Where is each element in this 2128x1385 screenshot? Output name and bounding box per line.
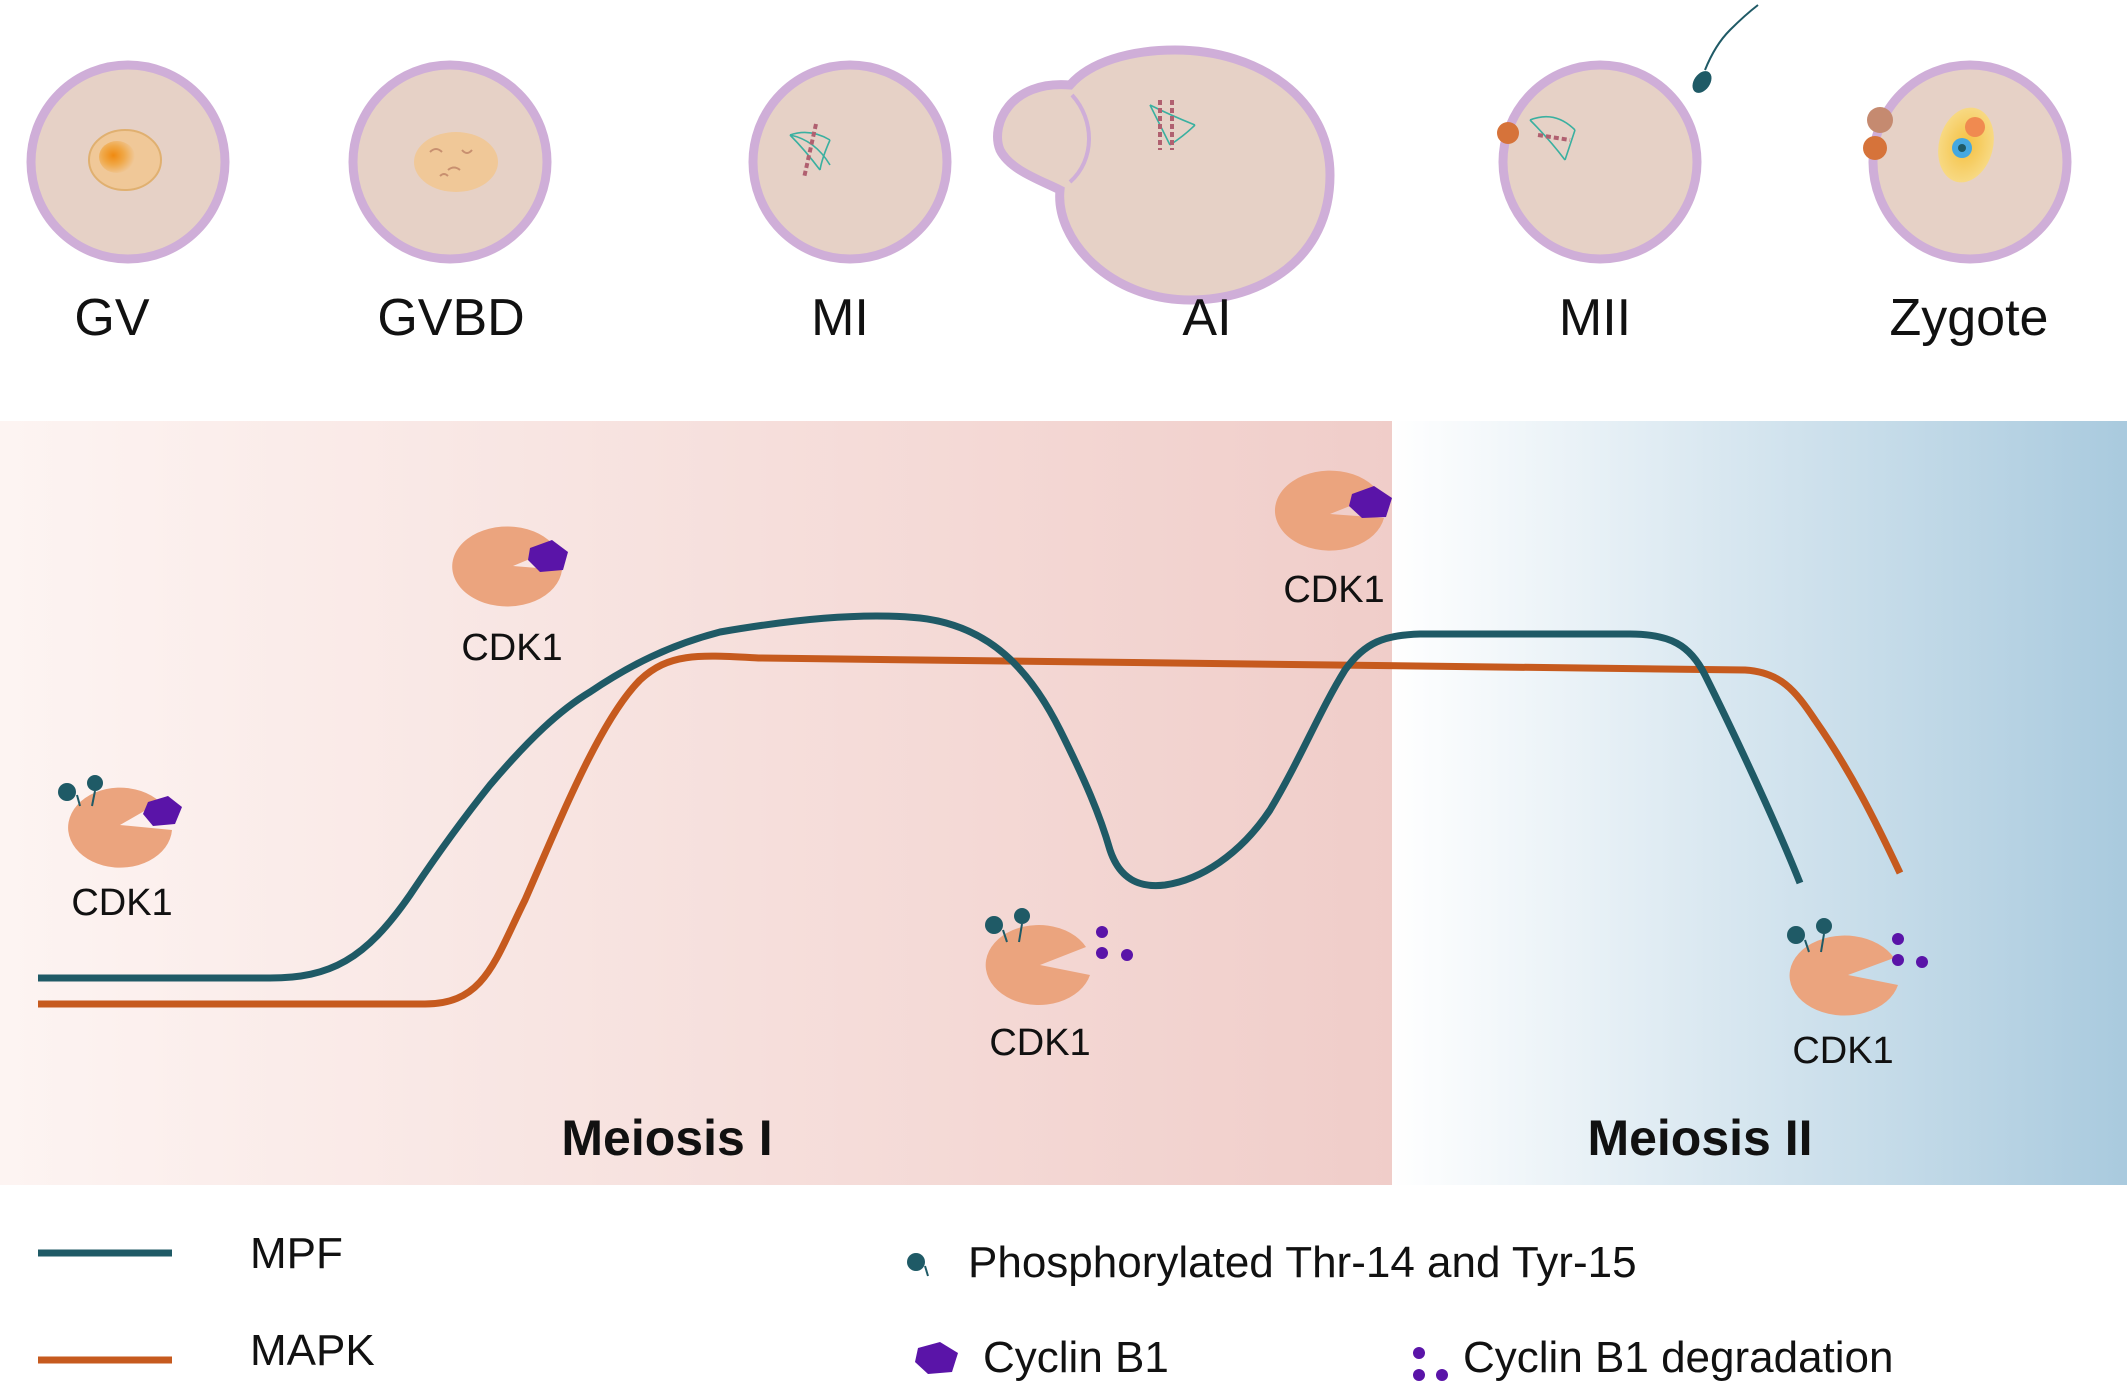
legend-mpf-label: MPF [250, 1229, 343, 1278]
cyclin-b1-icon [528, 540, 568, 572]
mpf-curve [38, 612, 1804, 982]
ai-oocyte [993, 45, 1335, 305]
meiosis-one-panel [0, 421, 1392, 1185]
polar-body [1497, 122, 1519, 144]
polar-body-upper [1867, 107, 1893, 133]
legend-phospho-label: Phosphorylated Thr-14 and Tyr-15 [968, 1238, 1637, 1287]
phospho-icon [1014, 908, 1030, 924]
cdk1-active-meiosis-two: CDK1 [1274, 470, 1392, 611]
cdk1-inactive-gv: CDK1 [58, 775, 182, 924]
phospho-icon [1816, 918, 1832, 934]
gvbd-oocyte [348, 60, 552, 264]
mi-oocyte [748, 60, 952, 264]
legend: MPF MAPK Phosphorylated Thr-14 and Tyr-1… [38, 1229, 1893, 1382]
stage-label-zygote: Zygote [1890, 289, 2049, 347]
polar-body-lower [1863, 136, 1887, 160]
meiosis-two-title: Meiosis II [1587, 1110, 1812, 1166]
phospho-icon [985, 916, 1003, 934]
condensing-chromatin [414, 132, 498, 192]
cyclin-degradation-icon [1892, 933, 1928, 968]
cdk1-label: CDK1 [1283, 569, 1384, 611]
cdk1-label: CDK1 [989, 1022, 1090, 1064]
cdk1-label: CDK1 [1792, 1030, 1893, 1072]
sperm-icon [1692, 4, 1759, 93]
cdk1-label: CDK1 [71, 882, 172, 924]
mii-spindle [1529, 115, 1576, 161]
cdk1-degradation-mii: CDK1 [1787, 918, 1928, 1072]
gv-oocyte [26, 60, 230, 264]
phospho-icon [907, 1253, 925, 1271]
phospho-icon [1787, 926, 1805, 944]
cyclin-b1-icon [915, 1342, 958, 1374]
mapk-curve [38, 652, 1904, 1008]
cyclin-degradation-icon [1096, 926, 1133, 961]
stage-label-ai: AI [1182, 289, 1231, 347]
legend-cyclin-label: Cyclin B1 [983, 1333, 1169, 1382]
zygote [1863, 60, 2072, 264]
stage-label-gv: GV [74, 289, 149, 347]
stage-label-mi: MI [811, 289, 869, 347]
cyclin-degradation-icon [1413, 1347, 1448, 1381]
meiosis-two-panel [1392, 421, 2127, 1185]
phospho-icon [87, 775, 103, 791]
stage-label-gvbd: GVBD [377, 289, 524, 347]
cyclin-b1-icon [143, 796, 182, 826]
nucleolus [99, 141, 135, 173]
cdk1-label: CDK1 [461, 627, 562, 669]
legend-degradation-label: Cyclin B1 degradation [1463, 1333, 1893, 1382]
cdk1-degradation-ai: CDK1 [985, 908, 1133, 1064]
phospho-icon [58, 783, 76, 801]
meiosis-one-title: Meiosis I [561, 1110, 772, 1166]
cdk1-active-meiosis-one: CDK1 [452, 526, 568, 669]
mii-oocyte [1497, 4, 1759, 264]
spindle [789, 131, 831, 171]
legend-mapk-label: MAPK [250, 1326, 375, 1375]
cyclin-b1-icon [1349, 486, 1392, 518]
stage-label-mii: MII [1559, 289, 1631, 347]
